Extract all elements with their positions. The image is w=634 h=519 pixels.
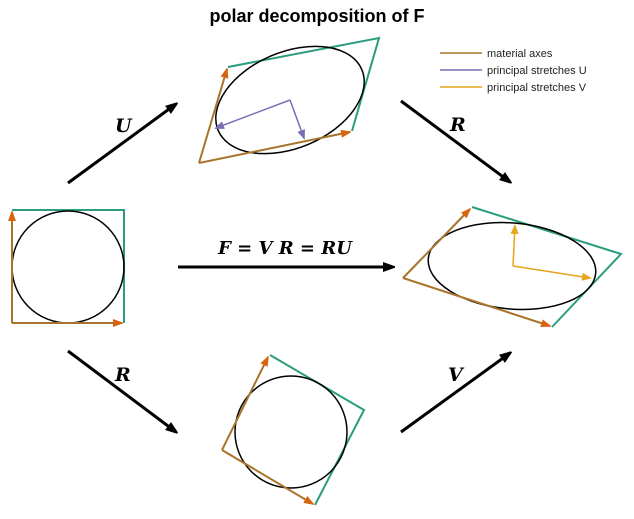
label-equation: F = V R = RU: [217, 238, 353, 259]
f-ellipse: [427, 221, 597, 311]
r-material-axis-1: [221, 357, 269, 451]
u-principal-stretch-1: [214, 99, 291, 129]
u-material-axis-2: [198, 132, 350, 164]
label-r-bottom: R: [114, 364, 131, 386]
u-material-axis-1: [198, 69, 227, 164]
reference-configuration: [11, 209, 125, 324]
diagram-title: polar decomposition of F: [210, 6, 425, 26]
arrow-v: [400, 353, 510, 434]
u-ellipse: [215, 45, 365, 155]
f-box-edges: [471, 206, 623, 328]
arrow-u: [67, 104, 176, 185]
reference-circle: [11, 210, 125, 324]
legend-label-principal-u: principal stretches U: [487, 65, 587, 77]
u-box-edges: [227, 36, 381, 132]
legend: material axes principal stretches U prin…: [440, 48, 587, 94]
f-material-axis-2: [402, 277, 550, 326]
transformation-arrows: [67, 99, 510, 434]
u-principal-stretch-2: [289, 99, 305, 140]
stretched-configuration-u: [198, 36, 381, 164]
r-material-axis-2: [221, 449, 313, 504]
label-u: U: [115, 115, 133, 137]
r-circle: [234, 375, 348, 489]
f-material-axis-1: [402, 209, 470, 279]
arrow-r-bottom: [67, 349, 176, 432]
f-principal-stretch-2: [512, 265, 592, 281]
arrow-r-top: [400, 99, 510, 182]
legend-label-principal-v: principal stretches V: [487, 82, 587, 94]
label-v: V: [448, 364, 465, 386]
reference-box-edges: [12, 209, 125, 323]
legend-label-material-axes: material axes: [487, 48, 553, 60]
r-box-edges: [269, 354, 366, 506]
deformed-configuration-f: [402, 206, 623, 328]
label-r-top: R: [449, 114, 466, 136]
rotated-configuration-r: [221, 354, 366, 506]
f-principal-stretch-1: [510, 224, 519, 267]
